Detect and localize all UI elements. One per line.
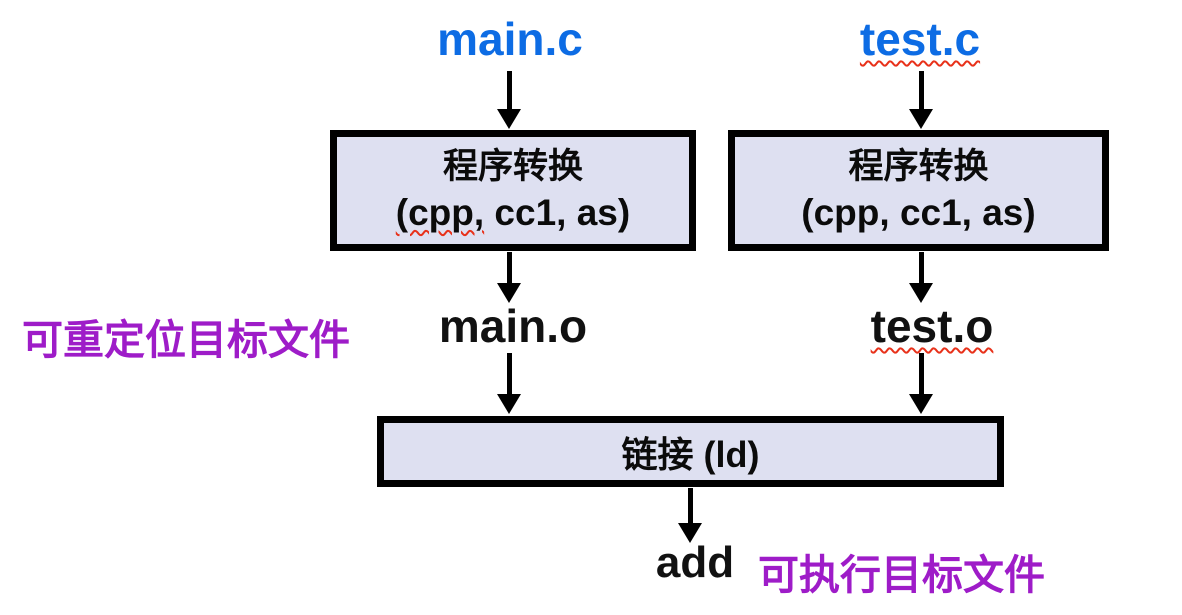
arrow-test-o-to-link-icon [909, 353, 933, 414]
link-box: 链接 (ld) [377, 416, 1004, 487]
label-test-c: test.c [859, 13, 981, 65]
label-test-o: test.o [870, 300, 994, 352]
label-main-o: main.o [438, 300, 588, 352]
translate-box-right-subtitle: (cpp, cc1, as) [801, 191, 1036, 233]
translate-box-left-subtitle: (cpp, cc1, as) [395, 191, 631, 233]
annotation-executable-object-file: 可执行目标文件 [758, 552, 1045, 598]
label-main-c: main.c [437, 13, 583, 65]
arrow-translate-to-test-o-icon [909, 252, 933, 303]
translate-box-left: 程序转换 (cpp, cc1, as) [330, 130, 696, 251]
translate-box-left-title: 程序转换 [442, 146, 583, 186]
label-add-executable: add [655, 538, 735, 587]
annotation-relocatable-object-file: 可重定位目标文件 [22, 317, 350, 363]
translate-box-right: 程序转换 (cpp, cc1, as) [728, 130, 1109, 251]
arrow-translate-to-main-o-icon [497, 252, 521, 303]
translate-box-right-title: 程序转换 [848, 146, 989, 186]
arrow-main-o-to-link-icon [497, 353, 521, 414]
arrow-link-to-add-icon [678, 488, 702, 543]
arrow-test-c-to-translate-icon [909, 71, 933, 129]
arrow-main-c-to-translate-icon [497, 71, 521, 129]
link-box-label: 链接 (ld) [621, 433, 760, 475]
